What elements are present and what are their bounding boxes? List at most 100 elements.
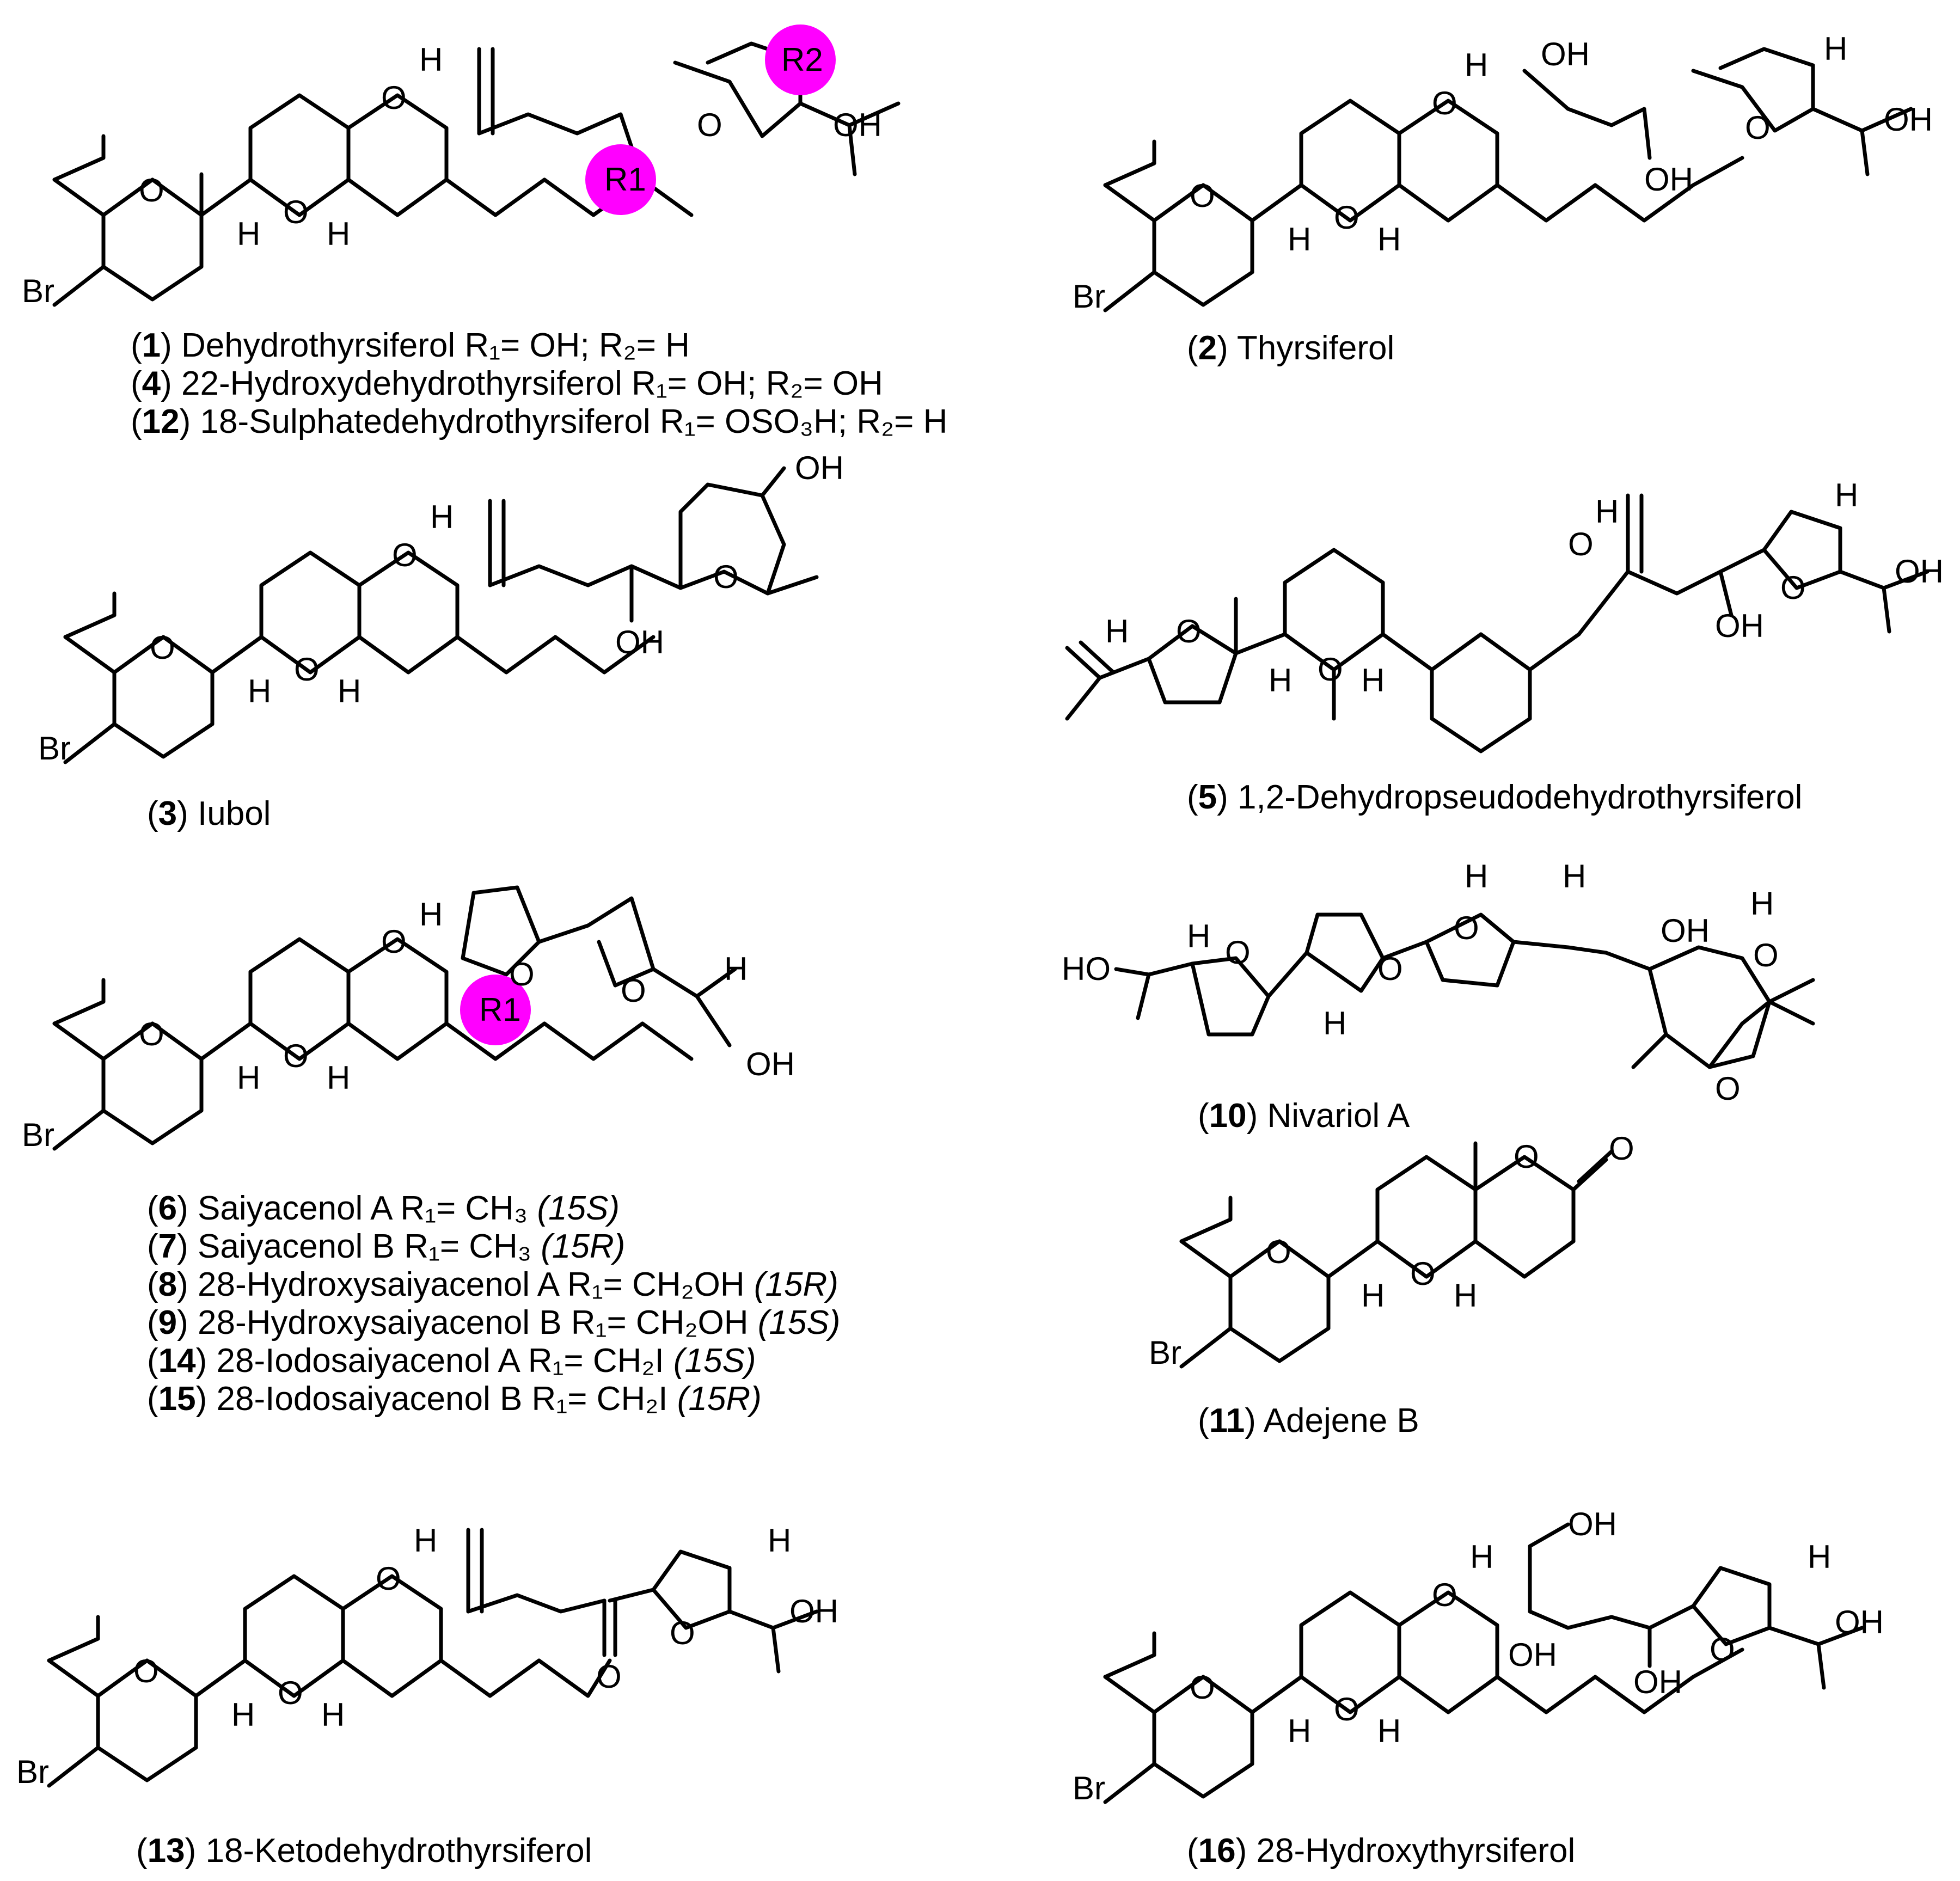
structure-13: O O O O O H H H H Br OH <box>16 1522 838 1790</box>
oxygen-atom: O <box>1432 85 1457 121</box>
svg-text:(16) 28-Hydroxythyrsiferol: (16) 28-Hydroxythyrsiferol <box>1187 1832 1575 1870</box>
hydrogen-atom: H <box>1361 662 1385 699</box>
hydrogen-atom: H <box>414 1522 437 1559</box>
hydroxyl-group: OH <box>1715 608 1764 644</box>
hydroxyl-group: OH <box>1633 1664 1682 1700</box>
hydrogen-atom: H <box>237 1059 260 1096</box>
hydrogen-atom: H <box>724 951 748 987</box>
structure-11: O O O O H H Br <box>1149 1130 1634 1371</box>
oxygen-atom: O <box>381 79 407 116</box>
caption-11: (11) Adejene B <box>1198 1402 1419 1439</box>
hydrogen-atom: H <box>231 1696 255 1733</box>
hydroxyl-group: OH <box>1508 1637 1557 1673</box>
structure-16: O O O O H H H H Br OH OH OH OH <box>1073 1506 1884 1806</box>
oxygen-atom: O <box>1715 1070 1741 1107</box>
oxygen-atom: O <box>133 1653 159 1689</box>
caption-6: (6) Saiyacenol A R₁= CH₃ (15S) (7) Saiya… <box>147 1190 840 1418</box>
hydrogen-atom: H <box>338 673 361 709</box>
oxygen-atom: O <box>1410 1255 1436 1292</box>
structure-6: R1 O O O O O H H H H Br OH <box>22 885 795 1153</box>
bromine-atom: Br <box>1149 1334 1181 1371</box>
hydroxyl-group: OH <box>1661 912 1710 949</box>
svg-text:(14) 28-Iodosaiyacenol A R₁= C: (14) 28-Iodosaiyacenol A R₁= CH₂I (15S) <box>147 1342 756 1380</box>
svg-text:(2) Thyrsiferol: (2) Thyrsiferol <box>1187 329 1394 367</box>
oxygen-atom: O <box>294 651 320 688</box>
hydroxyl-group: OH <box>1895 553 1944 590</box>
hydrogen-atom: H <box>327 216 350 252</box>
hydrogen-atom: H <box>1824 30 1847 67</box>
oxygen-atom: O <box>1780 569 1806 606</box>
structure-10: HO O O O O O H H H H H OH <box>1062 858 1815 1107</box>
bromine-atom: Br <box>22 273 54 309</box>
hydrogen-atom: H <box>1288 1713 1311 1749</box>
hydroxyl-group: OH <box>1568 1506 1617 1542</box>
hydrogen-atom: H <box>1377 221 1401 258</box>
hydrogen-atom: H <box>237 216 260 252</box>
r2-highlight <box>765 24 836 95</box>
oxygen-atom: O <box>621 972 646 1009</box>
hydroxyl-group: OH <box>833 107 882 143</box>
oxygen-atom: O <box>392 537 418 573</box>
oxygen-atom: O <box>596 1658 622 1695</box>
oxygen-atom: O <box>381 923 407 960</box>
oxygen-atom: O <box>150 629 175 666</box>
svg-text:(11) Adejene B: (11) Adejene B <box>1198 1402 1419 1439</box>
hydroxyl-group: OH <box>1884 101 1933 138</box>
caption-10: (10) Nivariol A <box>1198 1097 1410 1135</box>
structure-2: O O O O H H H H Br OH OH OH <box>1073 30 1933 315</box>
hydrogen-atom: H <box>1187 918 1210 954</box>
oxygen-atom: O <box>1514 1138 1539 1175</box>
hydroxyl-group: OH <box>795 450 844 486</box>
hydrogen-atom: H <box>1269 662 1292 699</box>
hydrogen-atom: H <box>1288 221 1311 258</box>
hydrogen-atom: H <box>1750 885 1774 922</box>
oxygen-atom: O <box>713 559 739 595</box>
hydrogen-atom: H <box>1563 858 1586 894</box>
oxygen-atom: O <box>1190 177 1215 214</box>
r1-highlight <box>460 975 531 1045</box>
svg-text:(9) 28-Hydroxysaiyacenol B R₁=: (9) 28-Hydroxysaiyacenol B R₁= CH₂OH (15… <box>147 1304 840 1341</box>
oxygen-atom: O <box>283 1038 309 1074</box>
hydrogen-atom: H <box>1454 1277 1477 1314</box>
svg-text:(3) Iubol: (3) Iubol <box>147 795 271 832</box>
r1-label: R1 <box>604 161 646 198</box>
caption-2: (2) Thyrsiferol <box>1187 329 1394 367</box>
oxygen-atom: O <box>139 1016 164 1052</box>
hydroxyl-group: OH <box>789 1593 838 1629</box>
oxygen-atom: O <box>1176 613 1202 650</box>
bromine-atom: Br <box>22 1117 54 1153</box>
hydrogen-atom: H <box>321 1696 345 1733</box>
caption-5: (5) 1,2-Dehydropseudodehydrothyrsiferol <box>1187 779 1802 816</box>
oxygen-atom: O <box>1454 910 1479 946</box>
hydrogen-atom: H <box>768 1522 791 1559</box>
hydrogen-atom: H <box>1835 477 1858 513</box>
structure-5: O O O O H H H H H OH OH <box>1065 477 1944 753</box>
oxygen-atom: O <box>670 1615 695 1651</box>
oxygen-atom: O <box>1710 1631 1735 1668</box>
structure-1: R1 R2 O O O O H H H Br OH <box>22 24 901 309</box>
oxygen-atom: O <box>283 194 309 230</box>
bromine-atom: Br <box>1073 278 1105 315</box>
caption-16: (16) 28-Hydroxythyrsiferol <box>1187 1832 1575 1870</box>
bromine-atom: Br <box>16 1754 49 1790</box>
oxygen-atom: O <box>1753 937 1779 973</box>
caption-13: (13) 18-Ketodehydrothyrsiferol <box>136 1832 592 1870</box>
bromine-atom: Br <box>1073 1770 1105 1806</box>
oxygen-atom: O <box>1432 1577 1457 1613</box>
bromine-atom: Br <box>38 730 71 767</box>
hydroxyl-group: HO <box>1062 951 1111 987</box>
r1-highlight <box>585 144 656 215</box>
oxygen-atom: O <box>1377 951 1403 987</box>
hydrogen-atom: H <box>248 673 271 709</box>
hydrogen-atom: H <box>1808 1539 1831 1575</box>
hydrogen-atom: H <box>1105 613 1129 650</box>
oxygen-atom: O <box>1318 651 1343 688</box>
oxygen-atom: O <box>278 1675 303 1711</box>
svg-text:(13) 18-Ketodehydrothyrsiferol: (13) 18-Ketodehydrothyrsiferol <box>136 1832 592 1870</box>
oxygen-atom: O <box>1568 526 1594 562</box>
oxygen-atom: O <box>1609 1130 1634 1167</box>
hydroxyl-group: OH <box>1644 161 1693 198</box>
oxygen-atom: O <box>697 107 722 143</box>
oxygen-atom: O <box>1190 1669 1215 1706</box>
oxygen-atom: O <box>1745 109 1771 146</box>
